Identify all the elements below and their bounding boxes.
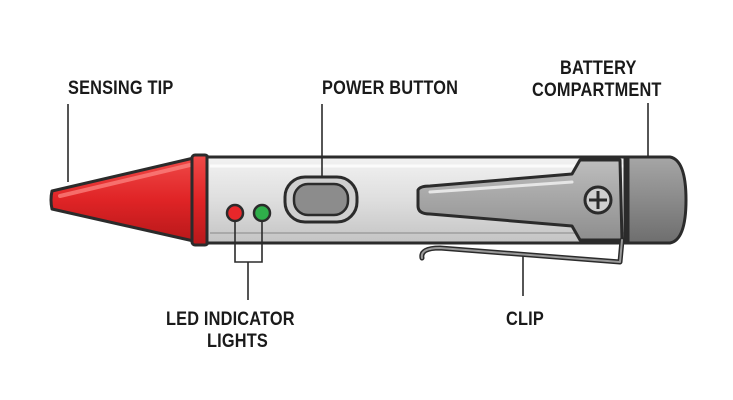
label-led-line2: LIGHTS — [207, 331, 268, 352]
power-button — [292, 182, 350, 217]
led-red — [225, 203, 245, 223]
battery-cap — [623, 155, 688, 245]
sensing-tip — [49, 155, 200, 244]
label-led-line1: LED INDICATOR — [166, 309, 295, 330]
led-green — [252, 203, 272, 223]
label-clip: CLIP — [506, 309, 544, 330]
label-battery-line2: COMPARTMENT — [532, 80, 662, 101]
leader-lines — [67, 103, 649, 300]
label-battery-line1: BATTERY — [560, 58, 637, 79]
label-sensing-tip: SENSING TIP — [68, 78, 174, 99]
label-power-button: POWER BUTTON — [322, 78, 459, 99]
